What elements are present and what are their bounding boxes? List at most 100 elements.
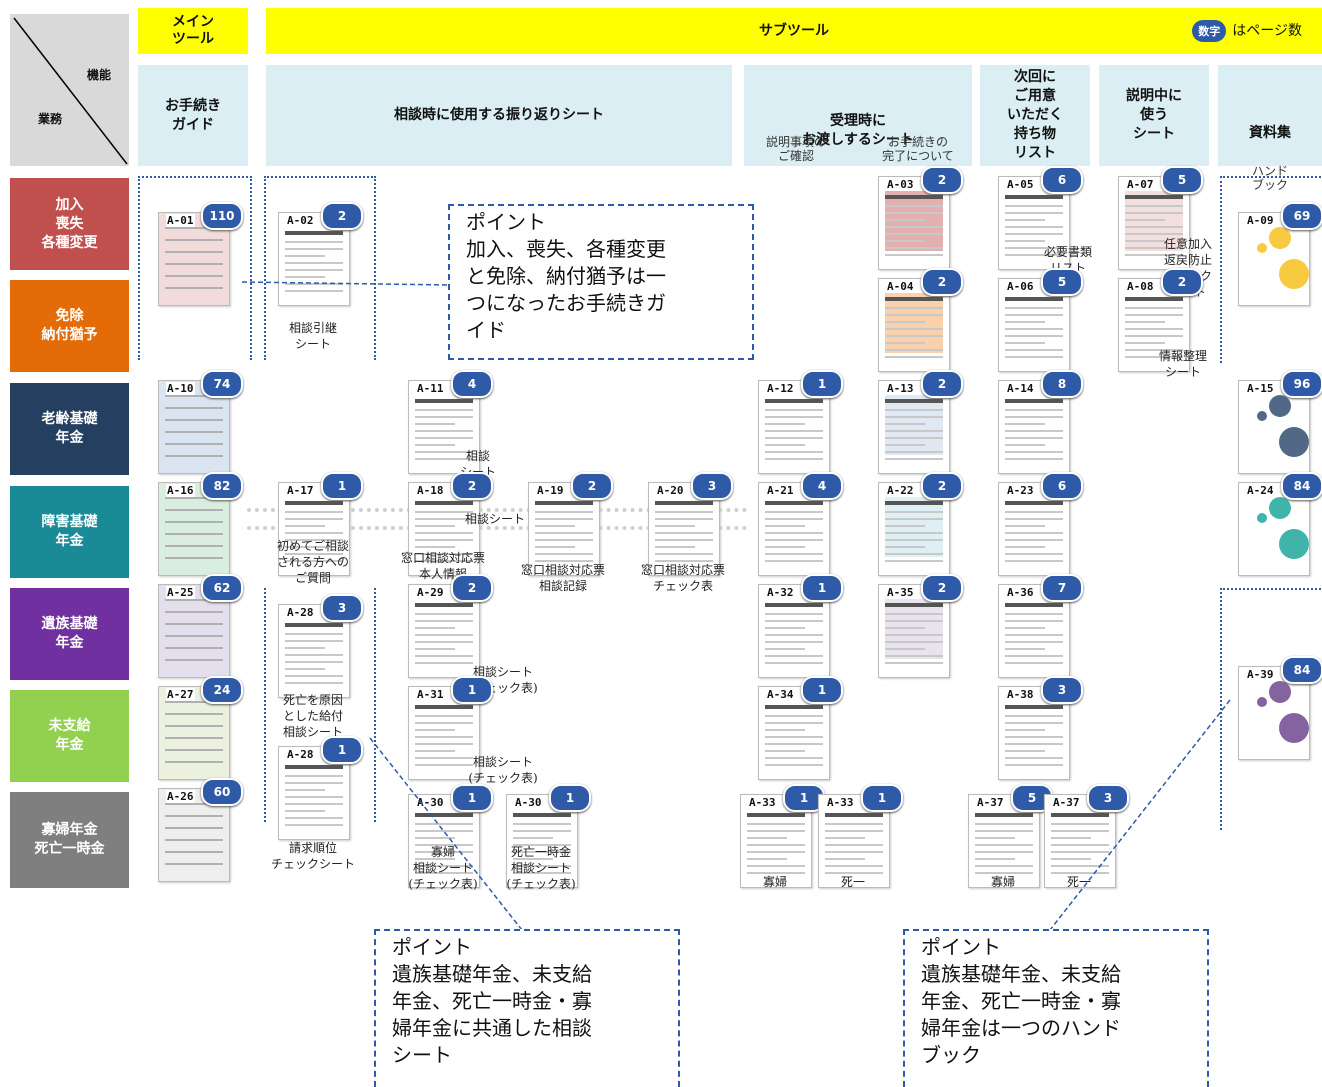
main-tool-header: メイン ツール	[138, 8, 248, 54]
column-next-items: 次回に ご用意 いただく 持ち物 リスト	[980, 65, 1090, 166]
page-count-badge: 6	[1041, 166, 1083, 194]
page-count-badge: 1	[451, 784, 493, 812]
page-count-badge: 7	[1041, 574, 1083, 602]
document-code: A-27	[166, 688, 195, 701]
document-thumbnail[interactable]	[878, 176, 950, 270]
row-label: 免除 納付猶予	[10, 280, 129, 372]
callout-guide-point: ポイント 加入、喪失、各種変更 と免除、納付猶予は一 つになったお手続きガ イド	[448, 204, 754, 360]
document-code: A-36	[1006, 586, 1035, 599]
page-count-badge: 2	[921, 166, 963, 194]
page-count-badge: 96	[1281, 370, 1322, 398]
document-code: A-04	[886, 280, 915, 293]
document-thumbnail[interactable]	[278, 482, 350, 576]
document-thumbnail[interactable]	[968, 794, 1040, 888]
document-caption: 請求順位 チェックシート	[270, 841, 355, 871]
page-count-badge: 82	[201, 472, 243, 500]
document-caption: 窓口相談対応票 相談記録	[520, 563, 605, 593]
matrix-corner: 機能 業務	[10, 14, 129, 166]
document-thumbnail[interactable]	[998, 482, 1070, 576]
page-count-badge: 5	[1041, 268, 1083, 296]
document-code: A-28	[286, 748, 315, 761]
document-caption: 相談シート (チェック表)	[468, 755, 538, 785]
corner-business-label: 業務	[38, 112, 63, 126]
document-code: A-01	[166, 214, 195, 227]
page-count-badge: 5	[1161, 166, 1203, 194]
row-label: 未支給 年金	[10, 690, 129, 782]
page-count-badge: 1	[451, 676, 493, 704]
materials-title: 資料集	[1249, 125, 1291, 141]
page-count-badge: 3	[691, 472, 733, 500]
document-code: A-20	[656, 484, 685, 497]
document-code: A-08	[1126, 280, 1155, 293]
document-code: A-33	[748, 796, 777, 809]
document-thumbnail[interactable]	[158, 482, 230, 576]
document-code: A-28	[286, 606, 315, 619]
document-thumbnail[interactable]	[758, 686, 830, 780]
page-count-badge: 4	[801, 472, 843, 500]
handout-sub-confirm: 説明事項の ご確認	[765, 135, 826, 163]
sub-tool-header: サブツール 数字 はページ数	[266, 8, 1322, 54]
page-count-badge: 2	[921, 472, 963, 500]
consultation-sheet-band	[247, 508, 747, 530]
document-code: A-30	[514, 796, 543, 809]
page-count-legend: 数字 はページ数	[1192, 20, 1302, 42]
document-code: A-39	[1246, 668, 1275, 681]
handout-title: 受理時に お渡しするシート	[802, 113, 914, 148]
document-code: A-17	[286, 484, 315, 497]
document-caption: 死一	[840, 875, 865, 889]
document-code: A-29	[416, 586, 445, 599]
handover-group-box	[264, 176, 376, 360]
page-count-badge: 1	[801, 574, 843, 602]
document-thumbnail[interactable]	[158, 686, 230, 780]
page-count-badge: 2	[921, 268, 963, 296]
handout-sub-complete: お手続きの 完了について	[882, 135, 954, 163]
guide-group-box	[138, 176, 252, 360]
column-review-sheet: 相談時に使用する振り返りシート	[266, 65, 732, 166]
document-caption: 死亡一時金 相談シート (チェック表)	[506, 845, 576, 891]
document-caption: 死一	[1066, 875, 1091, 889]
row-label: 障害基礎 年金	[10, 486, 129, 578]
page-count-badge: 1	[861, 784, 903, 812]
document-code: A-37	[976, 796, 1005, 809]
document-caption: 情報整理 シート	[1158, 349, 1207, 379]
page-count-badge: 1	[321, 472, 363, 500]
page-count-badge: 60	[201, 778, 243, 806]
document-code: A-34	[766, 688, 795, 701]
document-thumbnail[interactable]	[1238, 666, 1310, 760]
document-thumbnail[interactable]	[878, 380, 950, 474]
document-code: A-06	[1006, 280, 1035, 293]
corner-function-label: 機能	[86, 68, 111, 82]
row-label: 加入 喪失 各種変更	[10, 178, 129, 270]
column-handout: 受理時に お渡しするシート 説明事項の ご確認 お手続きの 完了について	[744, 65, 972, 166]
document-code: A-35	[886, 586, 915, 599]
document-code: A-09	[1246, 214, 1275, 227]
page-count-badge: 1	[801, 370, 843, 398]
page-count-badge: 69	[1281, 202, 1322, 230]
document-thumbnail[interactable]	[818, 794, 890, 888]
document-code: A-13	[886, 382, 915, 395]
document-code: A-26	[166, 790, 195, 803]
document-code: A-05	[1006, 178, 1035, 191]
document-code: A-30	[416, 796, 445, 809]
document-caption: 相談引継 シート	[288, 321, 337, 351]
page-count-badge: 24	[201, 676, 243, 704]
document-thumbnail[interactable]	[878, 482, 950, 576]
document-thumbnail[interactable]	[408, 380, 480, 474]
document-code: A-19	[536, 484, 565, 497]
row-label: 老齢基礎 年金	[10, 383, 129, 475]
document-thumbnail[interactable]	[1238, 380, 1310, 474]
document-thumbnail[interactable]	[998, 278, 1070, 372]
page-count-badge: 2	[921, 574, 963, 602]
document-code: A-03	[886, 178, 915, 191]
document-code: A-32	[766, 586, 795, 599]
page-count-badge: 6	[1041, 472, 1083, 500]
document-code: A-07	[1126, 178, 1155, 191]
death-group-box	[264, 588, 376, 822]
document-thumbnail[interactable]	[408, 584, 480, 678]
legend-badge: 数字	[1192, 20, 1227, 42]
page-count-badge: 2	[571, 472, 613, 500]
document-code: A-15	[1246, 382, 1275, 395]
diagonal-line	[13, 17, 128, 165]
handbook-group-top	[1220, 176, 1322, 363]
document-caption: 寡婦	[990, 875, 1015, 889]
